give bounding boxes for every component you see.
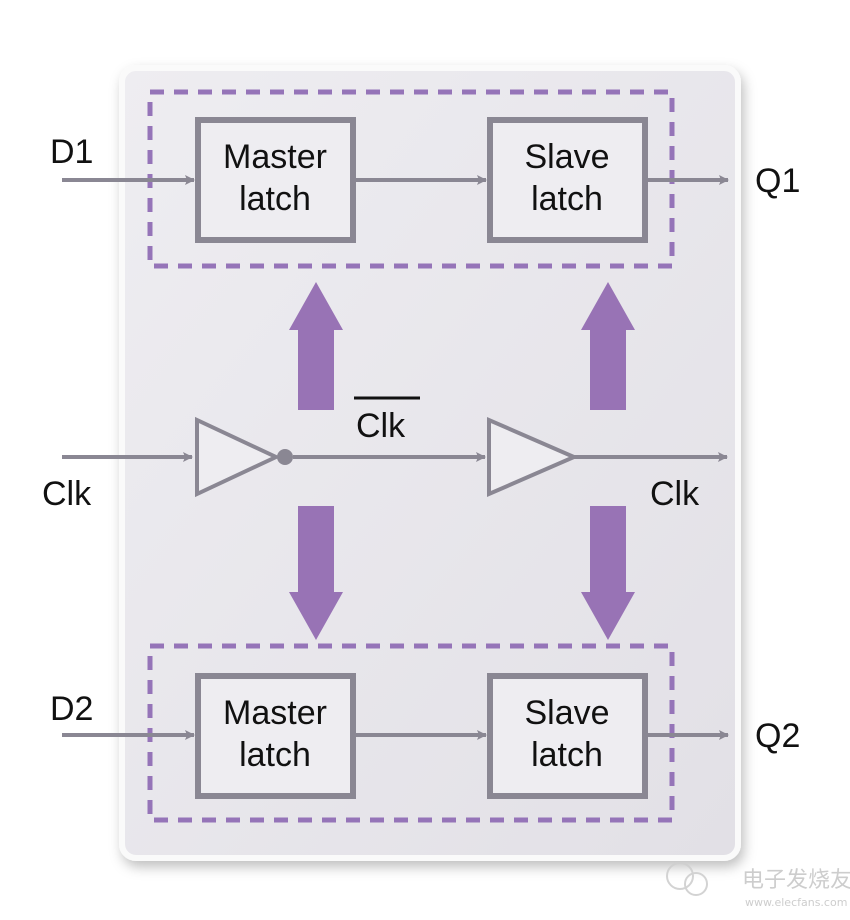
master-latch-2: Master latch	[195, 673, 356, 799]
d1-label: D1	[50, 133, 93, 171]
buffer-icon	[487, 416, 580, 498]
watermark: 电子发烧友 www.elecfans.com	[666, 862, 850, 909]
slave-latch-1: Slave latch	[487, 117, 648, 243]
inverter-icon	[195, 416, 281, 498]
clk-input-label: Clk	[42, 475, 92, 513]
master-latch-2-line1: Master	[223, 694, 327, 732]
clock-down-arrow-slave-2	[581, 506, 635, 640]
d2-label: D2	[50, 690, 93, 728]
slave-latch-2-line1: Slave	[524, 694, 609, 732]
clock-up-arrow-slave-1	[581, 282, 635, 410]
slave-latch-2: Slave latch	[487, 673, 648, 799]
master-latch-2-line2: latch	[239, 736, 311, 774]
watermark-url: www.elecfans.com	[745, 896, 847, 909]
inverter-bubble	[277, 449, 293, 465]
master-latch-1-line2: latch	[239, 180, 311, 218]
master-latch-1: Master latch	[195, 117, 356, 243]
slave-latch-1-line2: latch	[531, 180, 603, 218]
clk-bar-label: Clk	[356, 407, 406, 445]
q2-label: Q2	[755, 717, 800, 755]
clk-output-label: Clk	[650, 475, 700, 513]
watermark-name: 电子发烧友	[742, 868, 850, 893]
slave-latch-1-line1: Slave	[524, 138, 609, 176]
clock-up-arrow-master-1	[289, 282, 343, 410]
master-latch-1-line1: Master	[223, 138, 327, 176]
clock-down-arrow-master-2	[289, 506, 343, 640]
slave-latch-2-line2: latch	[531, 736, 603, 774]
q1-label: Q1	[755, 162, 800, 200]
